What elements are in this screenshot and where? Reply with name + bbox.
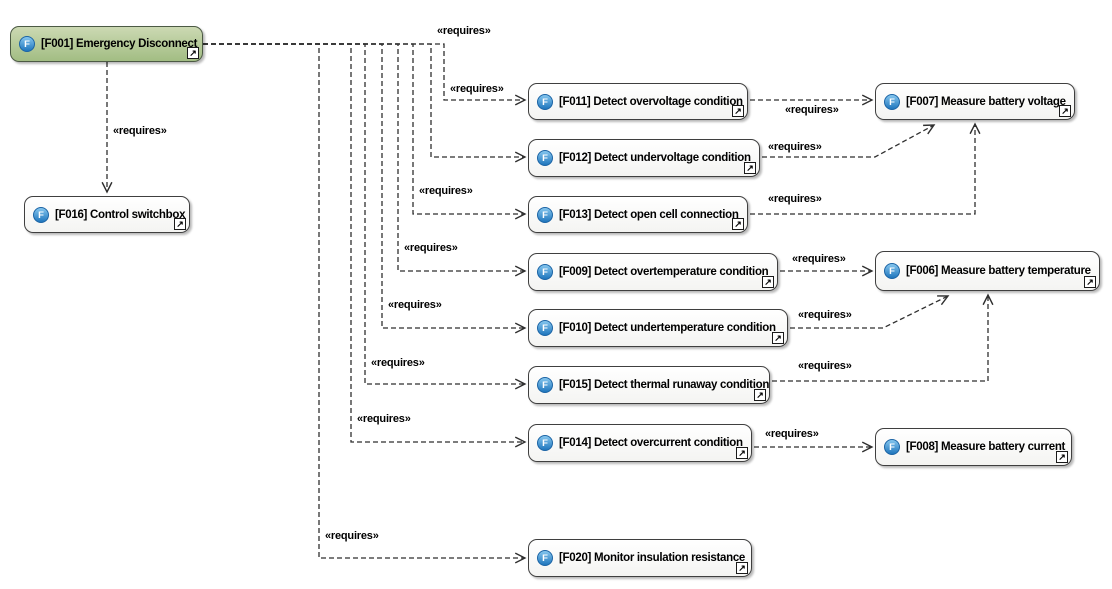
function-node-f006[interactable]: F [F006] Measure battery temperature↗: [875, 251, 1100, 291]
function-node-f020[interactable]: F [F020] Monitor insulation resistance↗: [528, 539, 752, 577]
stereotype-label-f001-f010: «requires»: [388, 299, 442, 311]
function-node-f009[interactable]: F [F009] Detect overtemperature condition…: [528, 253, 778, 291]
open-diagram-icon[interactable]: ↗: [754, 389, 766, 401]
function-icon: F: [537, 377, 553, 393]
stereotype-label-f001-f011: «requires»: [450, 83, 504, 95]
function-node-label: [F010] Detect undertemperature condition: [559, 322, 776, 334]
function-node-f007[interactable]: F [F007] Measure battery voltage↗: [875, 83, 1075, 120]
open-diagram-icon[interactable]: ↗: [1059, 105, 1071, 117]
open-diagram-icon[interactable]: ↗: [1084, 276, 1096, 288]
function-icon: F: [884, 263, 900, 279]
dependency-edge-f001-f014: [203, 43, 527, 448]
open-diagram-icon[interactable]: ↗: [762, 276, 774, 288]
function-node-f014[interactable]: F [F014] Detect overcurrent condition↗: [528, 424, 752, 462]
function-node-label: [F013] Detect open cell connection: [559, 208, 739, 221]
open-diagram-icon[interactable]: ↗: [1056, 451, 1068, 463]
function-node-f012[interactable]: F [F012] Detect undervoltage condition↗: [528, 139, 760, 177]
function-icon: F: [884, 93, 900, 110]
open-diagram-icon[interactable]: ↗: [187, 47, 199, 59]
dependency-edge-f001-f013: [203, 43, 527, 220]
function-node-label: [F009] Detect overtemperature condition: [559, 266, 769, 278]
stereotype-label-f010-f006: «requires»: [798, 309, 852, 321]
stereotype-label-f001-f015: «requires»: [371, 357, 425, 369]
stereotype-label-f011-f007: «requires»: [785, 104, 839, 116]
function-node-f010[interactable]: F [F010] Detect undertemperature conditio…: [528, 309, 788, 347]
stereotype-label-f009-f006: «requires»: [792, 253, 846, 265]
function-node-label: [F011] Detect overvoltage condition: [559, 95, 743, 108]
dependency-edge-f001-f020: [203, 43, 527, 564]
function-node-f013[interactable]: F [F013] Detect open cell connection↗: [528, 196, 748, 233]
function-node-label: [F012] Detect undervoltage condition: [559, 152, 751, 164]
stereotype-label-f001-f012: «requires»: [437, 25, 491, 37]
open-diagram-icon[interactable]: ↗: [732, 218, 744, 230]
function-icon: F: [19, 36, 35, 52]
function-node-label: [F008] Measure battery current: [906, 441, 1066, 453]
stereotype-label-f013-f007: «requires»: [768, 193, 822, 205]
open-diagram-icon[interactable]: ↗: [772, 332, 784, 344]
function-icon: F: [537, 93, 553, 110]
function-node-f016[interactable]: F [F016] Control switchbox↗: [24, 196, 190, 233]
stereotype-label-f001-f009: «requires»: [404, 242, 458, 254]
function-node-label: [F020] Monitor insulation resistance: [559, 552, 746, 564]
stereotype-label-f001-f020: «requires»: [325, 530, 379, 542]
function-node-label: [F007] Measure battery voltage: [906, 95, 1066, 108]
stereotype-label-f001-f014: «requires»: [357, 413, 411, 425]
open-diagram-icon[interactable]: ↗: [736, 447, 748, 459]
function-icon: F: [33, 206, 49, 223]
open-diagram-icon[interactable]: ↗: [732, 105, 744, 117]
function-node-f008[interactable]: F [F008] Measure battery current↗: [875, 428, 1072, 466]
dependency-edge-f015-f006: [772, 293, 994, 382]
dependency-edge-f010-f006: [790, 295, 950, 329]
function-icon: F: [537, 206, 553, 223]
function-node-label: [F001] Emergency Disconnect: [41, 38, 198, 50]
dependency-edge-f012-f007: [762, 124, 936, 158]
function-node-label: [F006] Measure battery temperature: [906, 265, 1091, 277]
dependency-edge-f013-f007: [750, 122, 981, 215]
function-icon: F: [537, 320, 553, 336]
stereotype-label-f001-f016: «requires»: [113, 125, 167, 137]
function-node-f011[interactable]: F [F011] Detect overvoltage condition↗: [528, 83, 748, 120]
open-diagram-icon[interactable]: ↗: [736, 562, 748, 574]
function-icon: F: [537, 150, 553, 166]
stereotype-label-f012-f007: «requires»: [768, 141, 822, 153]
function-node-f001[interactable]: F [F001] Emergency Disconnect↗: [10, 26, 203, 62]
function-node-f015[interactable]: F [F015] Detect thermal runaway condition…: [528, 366, 770, 404]
stereotype-label-f001-f013: «requires»: [419, 185, 473, 197]
function-node-label: [F015] Detect thermal runaway condition: [559, 379, 770, 391]
open-diagram-icon[interactable]: ↗: [744, 162, 756, 174]
function-node-label: [F014] Detect overcurrent condition: [559, 437, 743, 449]
open-diagram-icon[interactable]: ↗: [174, 218, 186, 230]
function-icon: F: [884, 439, 900, 455]
stereotype-label-f015-f006: «requires»: [798, 360, 852, 372]
function-node-label: [F016] Control switchbox: [55, 208, 186, 221]
stereotype-label-f014-f008: «requires»: [765, 428, 819, 440]
function-icon: F: [537, 264, 553, 280]
function-icon: F: [537, 550, 553, 566]
function-icon: F: [537, 435, 553, 451]
